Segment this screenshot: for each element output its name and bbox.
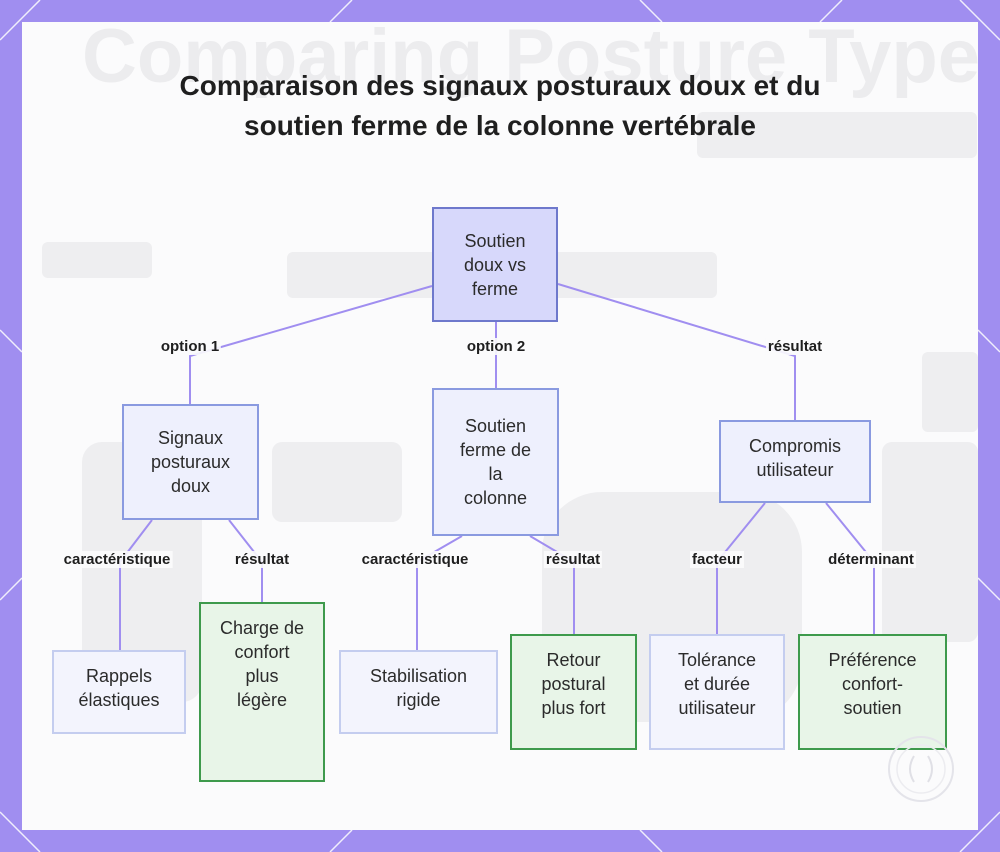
edge-soft-elastic [119,519,153,650]
edge-label-option2: option 2 [464,338,528,355]
diagram-title: Comparaison des signaux posturaux doux e… [179,70,821,141]
node-lighter-load: Charge de confort plus légère [199,602,325,782]
node-soft-cues: Signaux posturaux doux [122,404,259,520]
node-firm-support: Soutien ferme de la colonne [432,388,559,536]
edge-label-result-root: résultat [765,338,825,355]
edge-tradeoff-tolerance [716,502,766,634]
diagram-panel: Comparing Posture Type, Comfo Lumbar Cus… [22,22,978,830]
edge-label-result-firm: résultat [543,551,603,568]
node-tradeoff: Compromis utilisateur [719,420,871,503]
node-root: Soutien doux vs ferme [432,207,558,322]
edge-label-characteristic-firm: caractéristique [359,551,471,568]
brand-logo-icon [888,736,954,802]
node-rigid-stabilization: Stabilisation rigide [339,650,498,734]
node-elastic-reminders: Rappels élastiques [52,650,186,734]
node-comfort-preference: Préférence confort- soutien [798,634,947,750]
node-tolerance-duration: Tolérance et durée utilisateur [649,634,785,750]
edge-root-tradeoff [557,283,796,420]
node-stronger-feedback: Retour postural plus fort [510,634,637,750]
edge-label-result-soft: résultat [232,551,292,568]
edge-label-factor: facteur [689,551,745,568]
edge-root-soft-cues [189,285,433,404]
edge-label-option1: option 1 [158,338,222,355]
edge-label-determinant: déterminant [826,551,916,568]
edge-tradeoff-preference [825,502,875,634]
edge-label-characteristic-soft: caractéristique [61,551,173,568]
